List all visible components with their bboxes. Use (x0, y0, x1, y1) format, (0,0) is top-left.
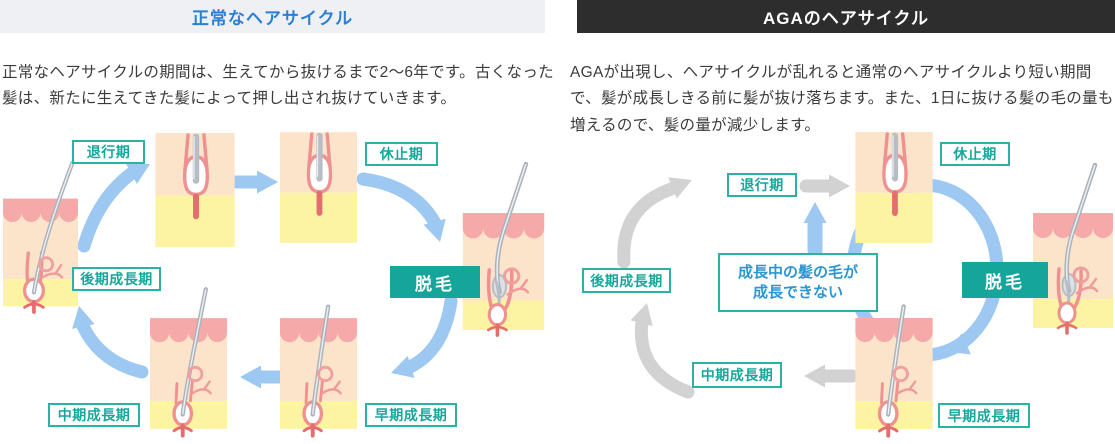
aga-stage-label-late-growth: 後期成長期 (582, 268, 671, 293)
follicle-resting-illustration (280, 132, 357, 243)
normal-stage-label-mid-growth: 中期成長期 (48, 403, 140, 427)
aga-stage-label-early-growth: 早期成長期 (938, 403, 1030, 428)
arrow-resting-to-shedding (356, 172, 442, 230)
aga-center-note: 成長中の髪の毛が 成長できない (718, 253, 878, 312)
arrow-mid-to-late (76, 319, 149, 379)
arrow-shedding-to-early (403, 294, 458, 374)
normal-stage-label-regression: 退行期 (72, 140, 145, 164)
arrow-late-to-regression (77, 166, 139, 253)
aga-stage-label-mid-growth: 中期成長期 (692, 362, 782, 388)
normal-cycle-description: 正常なヘアサイクルの期間は、生えてから抜けるまで2〜6年です。古くなった髪は、新… (2, 63, 554, 108)
follicle-regression-illustration (153, 133, 237, 247)
aga-follicle-resting-illustration (855, 132, 933, 243)
follicle-mid-growth-illustration (150, 318, 227, 429)
normal-cycle-title: 正常なヘアサイクル (191, 9, 354, 28)
aga-cycle-header: AGAのヘアサイクル (577, 0, 1115, 33)
follicle-late-growth-illustration (3, 197, 78, 308)
arrow-mid-to-late-gray (634, 315, 695, 399)
aga-center-note-line1: 成長中の髪の毛が (737, 263, 858, 281)
aga-center-note-line2: 成長できない (752, 283, 843, 301)
aga-cycle-description: AGAが出現し、ヘアサイクルが乱れると通常のヘアサイクルより短い期間で、髪が成長… (570, 63, 1114, 134)
aga-stage-label-resting: 休止期 (940, 142, 1010, 166)
normal-stage-label-early-growth: 早期成長期 (365, 403, 457, 427)
aga-stage-label-regression: 退行期 (727, 173, 797, 197)
normal-stage-label-resting: 休止期 (365, 142, 438, 166)
aga-follicle-early-growth-illustration (855, 318, 933, 429)
normal-cycle-header: 正常なヘアサイクル (0, 0, 545, 33)
normal-stage-label-late-growth: 後期成長期 (72, 267, 161, 291)
follicle-early-growth-illustration (280, 318, 357, 429)
aga-shedding-badge: 脱毛 (962, 262, 1048, 298)
aga-cycle-title: AGAのヘアサイクル (763, 9, 929, 28)
arrow-late-to-regression-gray (617, 181, 681, 269)
normal-shedding-badge: 脱毛 (390, 266, 480, 298)
